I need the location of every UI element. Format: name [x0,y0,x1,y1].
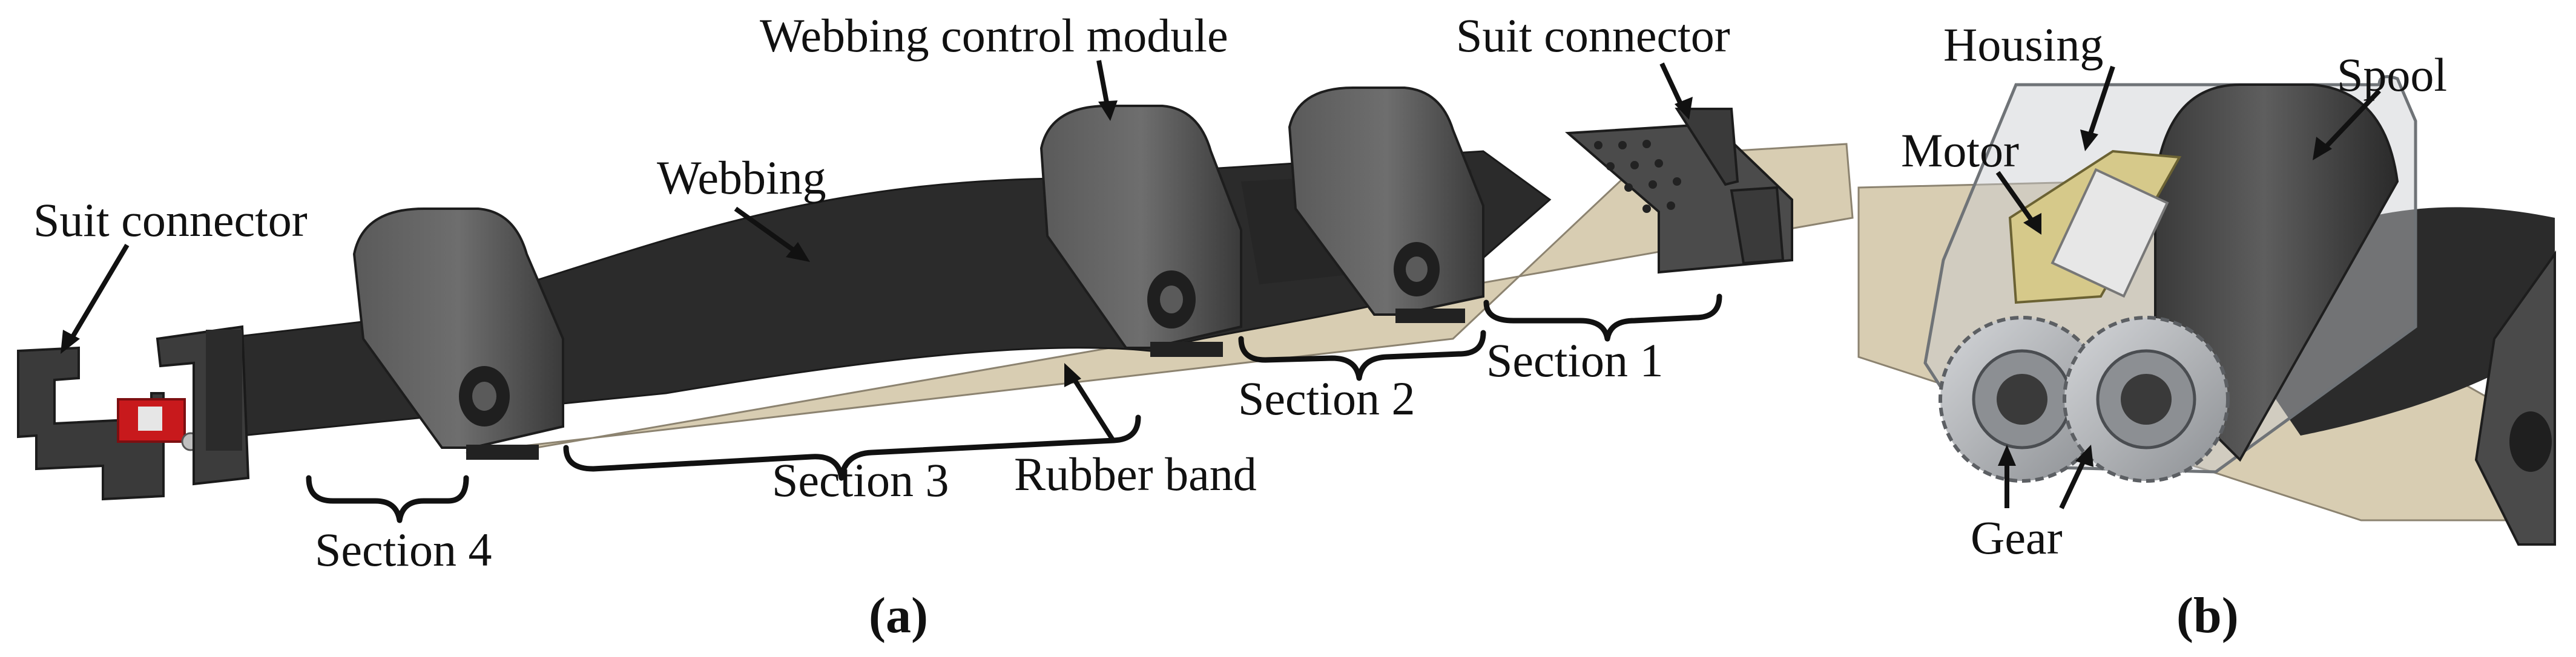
label-section-2: Section 2 [1238,372,1415,425]
label-section-4: Section 4 [315,523,492,576]
label-housing: Housing [1943,18,2103,71]
label-motor: Motor [1901,124,2019,177]
webbing-control-module-2 [1039,105,1242,357]
label-section-3: Section 3 [772,454,949,506]
adjacent-module [2474,250,2556,546]
panel-a: Suit connector Webbing Webbing control m… [17,9,1854,644]
arrow-head [2023,213,2041,235]
label-rubber-band: Rubber band [1014,448,1257,500]
arrow-head [2313,137,2332,160]
label-gear: Gear [1971,511,2063,564]
arrow-head [1064,363,1081,387]
motor [2008,149,2182,304]
arrow-head [1098,100,1118,121]
arrow-spool [2320,89,2381,153]
arrow-suit-connector-left [67,243,130,344]
arrow-webbing-control-module [1096,60,1110,109]
arrow-head [61,330,80,354]
caption-b: (b) [2176,587,2239,644]
arrow-head [786,242,810,262]
arrow-housing [2086,65,2115,140]
brace-section-2 [1238,330,1486,381]
arrow-gear-right [2059,456,2088,509]
arrow-head [1675,97,1693,120]
brace-section-4 [306,475,469,523]
arrow-webbing [734,206,801,257]
suit-connector-left [17,325,250,501]
arrow-head [2080,129,2098,151]
arrow-motor [1995,171,2037,226]
brace-section-1 [1483,293,1722,342]
label-suit-connector-right: Suit connector [1456,9,1730,62]
label-spool: Spool [2337,48,2447,101]
arrow-head [1998,445,2016,466]
brace-section-3 [563,414,1141,481]
label-webbing-control-module: Webbing control module [760,9,1228,62]
gear-left [1939,316,2106,483]
panel-b: Housing Spool Motor Gear (b) [1857,18,2556,644]
webbing-control-module-1 [352,208,564,460]
label-section-1: Section 1 [1486,334,1663,387]
arrow-head [2075,445,2093,467]
webbing-control-module-3 [1288,87,1484,323]
caption-a: (a) [869,587,928,644]
suit-connector-right [1564,108,1793,274]
label-suit-connector-left: Suit connector [33,194,308,246]
arrow-suit-connector-right [1659,62,1685,110]
label-webbing: Webbing [657,151,826,204]
arrow-rubber-band [1069,373,1116,443]
gear-right [2063,316,2230,483]
